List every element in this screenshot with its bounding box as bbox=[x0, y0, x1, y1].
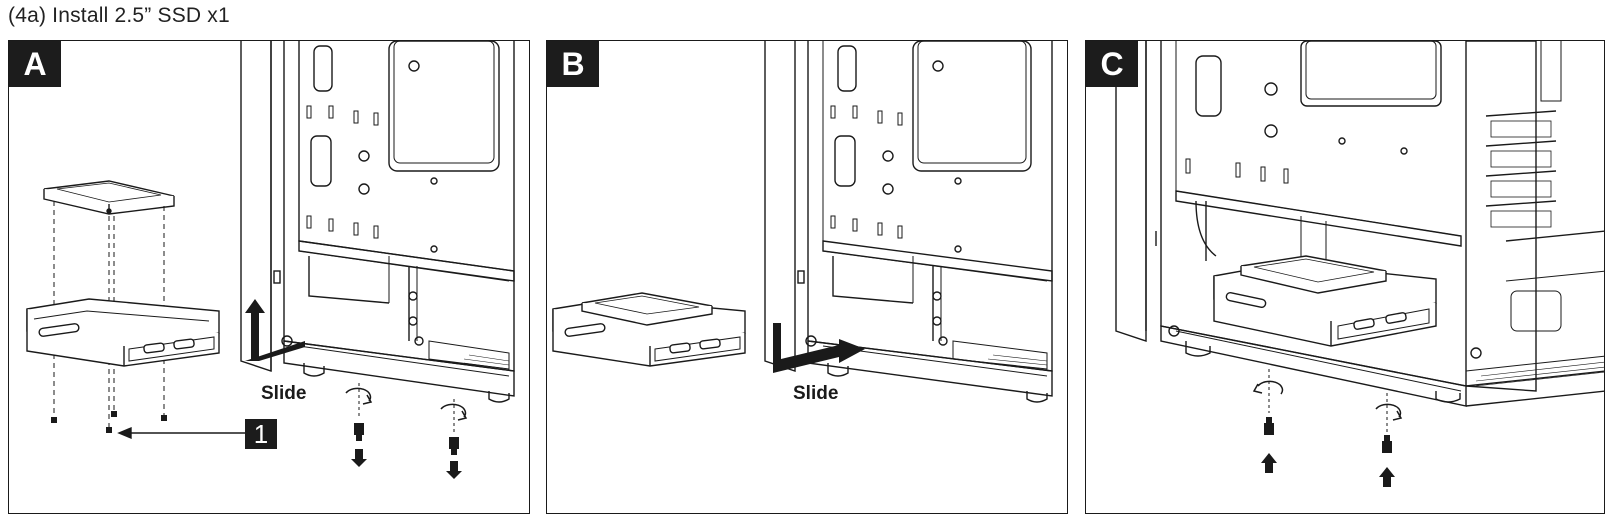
step-panel-a: A bbox=[8, 40, 530, 514]
panel-b-badge: B bbox=[547, 41, 599, 87]
panel-a-illustration bbox=[26, 41, 515, 479]
rotate-arrow-icon bbox=[345, 383, 468, 433]
screw-icon bbox=[1261, 417, 1395, 487]
screw-icon bbox=[51, 411, 167, 433]
panel-a-badge: A bbox=[9, 41, 61, 87]
rotate-arrow-icon bbox=[1252, 369, 1403, 433]
arrow-icon bbox=[245, 299, 305, 361]
panel-b-illustration bbox=[552, 41, 1053, 403]
arrow-icon bbox=[773, 323, 865, 373]
step-panel-b: B bbox=[546, 40, 1068, 514]
slide-label-b: Slide bbox=[793, 383, 839, 404]
step-panel-c: C bbox=[1085, 40, 1605, 514]
page-title: (4a) Install 2.5” SSD x1 bbox=[8, 4, 230, 27]
slide-label-a: Slide bbox=[261, 383, 307, 404]
panel-c-illustration bbox=[1115, 41, 1604, 487]
panel-c-badge: C bbox=[1086, 41, 1138, 87]
step-number-badge: 1 bbox=[245, 419, 277, 449]
